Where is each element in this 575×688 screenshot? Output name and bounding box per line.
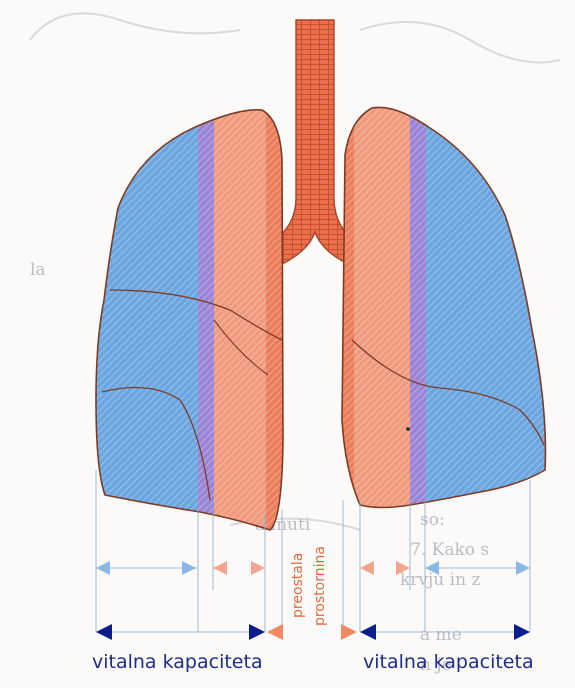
arrow-right-icon (251, 561, 265, 575)
svg-text:7. Kako s: 7. Kako s (410, 540, 489, 560)
right-lung (340, 100, 552, 520)
arrow-right-icon (249, 624, 265, 640)
svg-text:so:: so: (420, 510, 445, 530)
arrow-left-icon (267, 624, 283, 640)
arrow-left-icon (96, 624, 112, 640)
svg-text:la: la (30, 260, 46, 280)
arrow-left-icon (213, 561, 227, 575)
residual-volume-label-1: preostala (290, 553, 306, 618)
arrow-left-icon (96, 561, 110, 575)
vital-capacity-label-left: vitalna kapaciteta (92, 651, 263, 673)
left-lung (90, 100, 290, 540)
svg-text:a me: a me (420, 625, 462, 645)
arrow-right-icon (516, 561, 530, 575)
arrow-left-icon (360, 561, 374, 575)
arrow-right-icon (341, 624, 357, 640)
svg-text:krvju in z: krvju in z (400, 570, 480, 590)
arrow-right-icon (182, 561, 196, 575)
residual-volume-label-2: prostornina (312, 546, 328, 626)
vital-capacity-label-right: vitalna kapaciteta (363, 651, 534, 673)
arrow-left-icon (360, 624, 376, 640)
arrow-right-icon (514, 624, 530, 640)
